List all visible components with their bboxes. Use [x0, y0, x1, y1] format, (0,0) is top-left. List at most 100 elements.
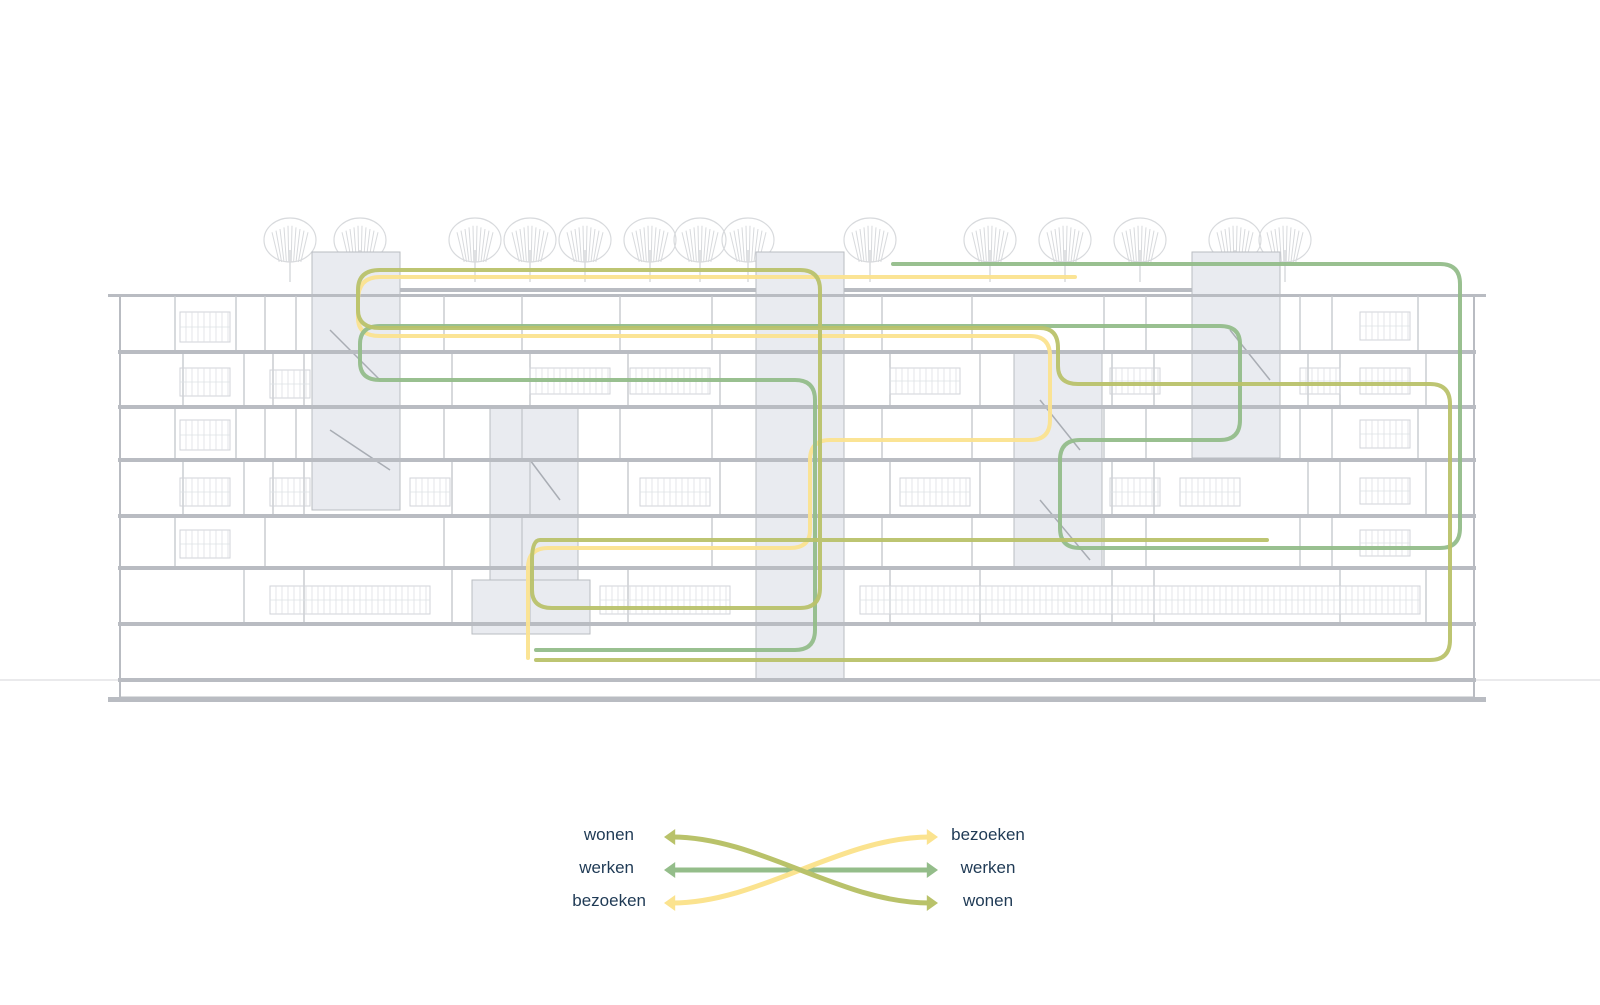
tree-stroke — [1054, 228, 1060, 263]
tree-icon — [623, 217, 677, 282]
tree-stroke — [635, 230, 643, 263]
tree-stroke — [523, 227, 527, 263]
tree-stroke — [697, 225, 700, 263]
legend-right-werken: werken — [960, 858, 1016, 877]
tree-stroke — [283, 227, 287, 263]
tree-stroke — [287, 225, 290, 263]
tree-stroke — [975, 230, 983, 263]
tree-stroke — [859, 228, 865, 263]
tree-stroke — [751, 227, 755, 263]
tree-stroke — [1282, 225, 1285, 263]
tree-stroke — [979, 228, 985, 263]
tree-stroke — [703, 227, 707, 263]
tree-stroke — [729, 232, 738, 263]
tree-stroke — [748, 225, 751, 263]
legend-left-wonen: wonen — [583, 825, 634, 844]
tree-stroke — [535, 228, 541, 263]
floor-slabs — [108, 288, 1486, 698]
legend-bezoeken-left-arrowhead — [664, 895, 676, 911]
tree-icon — [503, 217, 557, 282]
tree-icon — [558, 217, 612, 282]
window-grid — [179, 311, 231, 343]
tree-stroke — [578, 227, 582, 263]
tree-stroke — [990, 225, 993, 263]
window-grids — [179, 311, 1421, 615]
foundation-slab — [108, 697, 1486, 702]
tree-icon — [448, 217, 502, 282]
window-grid — [899, 477, 971, 507]
tree-stroke — [585, 225, 588, 263]
legend-werken-left-arrowhead — [664, 862, 676, 878]
tree-stroke — [1133, 227, 1137, 263]
legend-wonen-left-arrowhead — [664, 829, 676, 845]
floor-slab — [118, 350, 1476, 354]
core-shaft — [755, 251, 845, 681]
tree-icon — [963, 217, 1017, 282]
roof-slab — [400, 288, 756, 292]
tree-stroke — [478, 227, 482, 263]
tree-stroke — [880, 232, 889, 263]
tree-stroke — [527, 225, 530, 263]
tree-stroke — [631, 232, 640, 263]
window-grid — [179, 477, 231, 507]
tree-stroke — [655, 228, 661, 263]
floor-slab — [118, 566, 1476, 570]
tree-stroke — [592, 230, 600, 263]
tree-stroke — [297, 230, 305, 263]
tree-icon — [721, 217, 775, 282]
legend-right-wonen: wonen — [962, 891, 1014, 910]
tree-stroke — [741, 227, 745, 263]
tree-stroke — [537, 230, 545, 263]
tree-stroke — [1288, 227, 1292, 263]
window-grid — [1359, 367, 1411, 395]
window-grid — [1179, 477, 1241, 507]
legend-right-bezoeken: bezoeken — [951, 825, 1025, 844]
tree-stroke — [1068, 227, 1072, 263]
tree-stroke — [877, 230, 885, 263]
tree-stroke — [733, 230, 741, 263]
route-bezoeken — [356, 275, 1077, 660]
tree-stroke — [851, 232, 860, 263]
tree-stroke — [540, 232, 549, 263]
tree-stroke — [681, 232, 690, 263]
tree-stroke — [995, 228, 1001, 263]
tree-stroke — [1137, 225, 1140, 263]
window-grid — [1299, 367, 1341, 395]
tree-stroke — [595, 232, 604, 263]
legend-wonen-right-arrowhead — [926, 895, 938, 911]
window-grid — [269, 585, 431, 615]
floor-slab — [118, 405, 1476, 409]
roof-slab — [844, 288, 1192, 292]
tree-stroke — [511, 232, 520, 263]
tree-stroke — [997, 230, 1005, 263]
window-grid — [1359, 529, 1411, 557]
tree-stroke — [700, 225, 703, 263]
tree-stroke — [1058, 227, 1062, 263]
floor-slab — [118, 514, 1476, 518]
tree-stroke — [582, 225, 585, 263]
window-grid — [1359, 311, 1411, 341]
tree-stroke — [1290, 228, 1296, 263]
stair-flight — [529, 459, 561, 501]
tree-stroke — [530, 225, 533, 263]
floor-slab — [118, 458, 1476, 462]
tree-stroke — [480, 228, 486, 263]
tree-stroke — [1065, 225, 1068, 263]
window-grid — [179, 367, 231, 397]
circulation-cores — [311, 251, 1281, 681]
tree-icon — [1038, 217, 1092, 282]
window-grid — [409, 477, 451, 507]
tree-stroke — [987, 225, 990, 263]
tree-stroke — [737, 228, 743, 263]
tree-icon — [843, 217, 897, 282]
tree-stroke — [1285, 225, 1288, 263]
tree-stroke — [647, 225, 650, 263]
window-grid — [179, 419, 231, 451]
window-grid — [1359, 419, 1411, 449]
tree-stroke — [689, 228, 695, 263]
tree-stroke — [1140, 225, 1143, 263]
tree-stroke — [643, 227, 647, 263]
tree-stroke — [693, 227, 697, 263]
